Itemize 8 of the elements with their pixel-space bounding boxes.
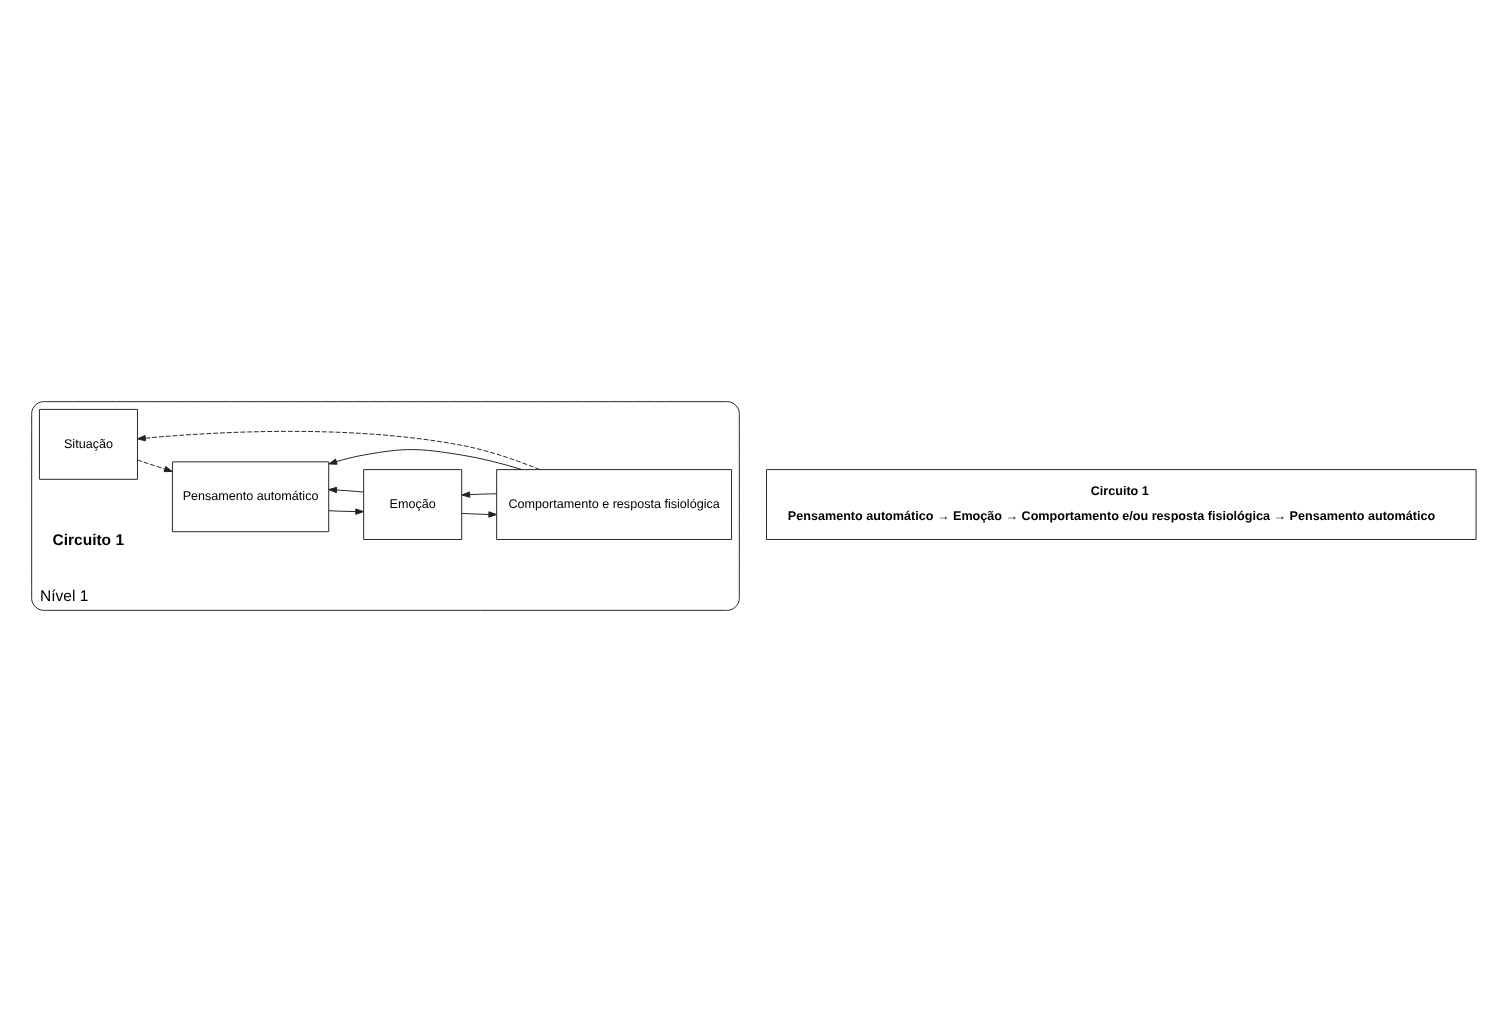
- arrow: [328, 507, 365, 514]
- arrow: [328, 448, 523, 470]
- arrow: [328, 485, 365, 493]
- arrow: [461, 490, 498, 497]
- arrow: [461, 510, 498, 517]
- arrow: [137, 429, 541, 469]
- label: Circuito 1: [52, 530, 125, 549]
- arrow: [137, 458, 173, 472]
